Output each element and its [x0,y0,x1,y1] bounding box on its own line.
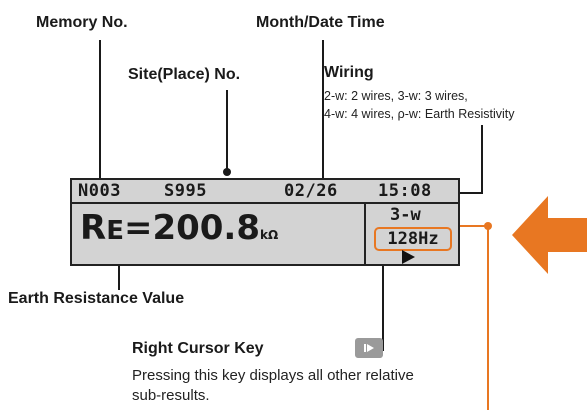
earth-resistance-label: Earth Resistance Value [8,290,185,307]
earth-resistance-readout: RE=200.8kΩ [80,208,278,248]
left-arrow-icon [512,196,587,274]
right-cursor-key-icon[interactable] [355,338,383,358]
cursor-key-leader-line [372,260,384,351]
right-cursor-key-label: Right Cursor Key [132,340,264,357]
memory-number: N003 [78,181,121,201]
lcd-sub-panel: 3-w 128Hz [364,204,460,266]
wiring-desc-line2: 4-w: 4 wires, ρ-w: Earth Resistivity [324,107,515,121]
lcd-status-bar: N003 S995 02/26 15:08 [72,180,458,204]
re-symbol-r: R [80,208,107,248]
re-symbol-e: E [106,216,124,246]
wiring-leader-line [452,125,483,194]
time-value: 15:08 [378,181,432,201]
wiring-indicator: 3-w [390,205,421,225]
month-date-time-label: Month/Date Time [256,14,385,31]
site-no-label: Site(Place) No. [128,66,241,83]
key-bar-glyph [364,344,366,352]
lcd-display: N003 S995 02/26 15:08 RE=200.8kΩ 3-w 128… [70,178,460,266]
memory-no-label: Memory No. [36,14,128,31]
wiring-label: Wiring [324,64,374,81]
re-value: =200.8 [123,208,260,248]
frequency-indicator: 128Hz [374,227,452,251]
date-value: 02/26 [284,181,338,201]
frequency-leader-dot [484,222,492,230]
frequency-leader-line [458,225,489,410]
site-leader-dot [223,168,231,176]
wiring-desc-line1: 2-w: 2 wires, 3-w: 3 wires, [324,89,468,103]
right-cursor-key-description: Pressing this key displays all other rel… [132,367,414,404]
site-number: S995 [164,181,207,201]
re-unit: kΩ [260,228,279,242]
key-triangle-glyph [367,344,374,352]
play-arrow-icon [402,250,415,264]
